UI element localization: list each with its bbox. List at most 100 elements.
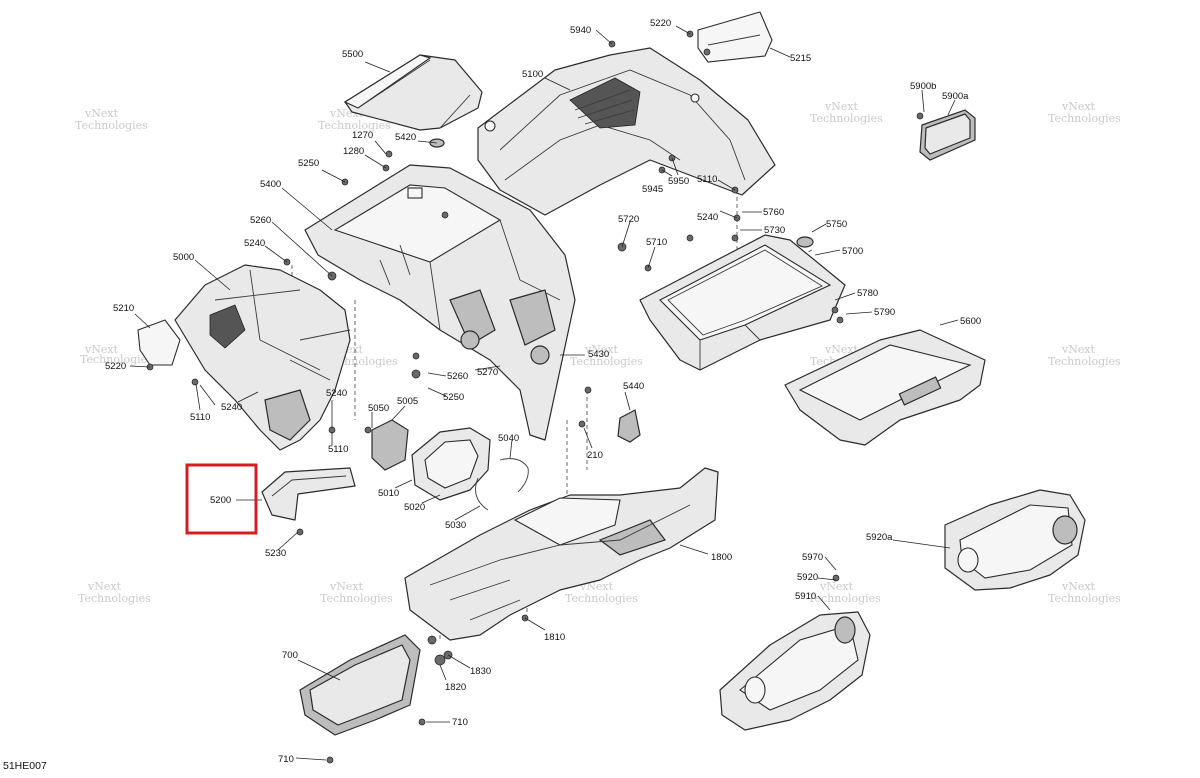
callout-5900a[interactable]: 5900a: [942, 91, 969, 102]
watermark-text: Technologies: [1048, 592, 1121, 605]
leader-lines: [129, 25, 959, 761]
callout-5760[interactable]: 5760: [763, 207, 784, 218]
watermark-text: vNext: [824, 100, 859, 113]
watermark-text: Technologies: [1048, 355, 1121, 368]
watermark-text: vNext: [1061, 100, 1096, 113]
part-5600-lid: [784, 329, 986, 446]
callout-5210[interactable]: 5210: [113, 303, 134, 314]
callout-5240[interactable]: 5240: [697, 212, 718, 223]
callout-5110[interactable]: 5110: [697, 174, 717, 185]
callout-5790[interactable]: 5790: [874, 307, 895, 318]
part-5100-hood: [477, 47, 776, 216]
callout-5950[interactable]: 5950: [668, 176, 689, 187]
callout-5240[interactable]: 5240: [326, 388, 347, 399]
watermark-text: Technologies: [565, 592, 638, 605]
callout-5945[interactable]: 5945: [642, 184, 663, 195]
callout-5010[interactable]: 5010: [378, 488, 399, 499]
callout-5000[interactable]: 5000: [173, 252, 194, 263]
watermark-text: Technologies: [80, 353, 153, 366]
watermark-text: vNext: [824, 343, 859, 356]
callout-5215[interactable]: 5215: [790, 53, 811, 64]
part-5700-storage-tub: [639, 234, 846, 371]
callout-5420[interactable]: 5420: [395, 132, 416, 143]
callout-5100[interactable]: 5100: [522, 69, 543, 80]
callout-5270[interactable]: 5270: [477, 367, 498, 378]
callout-5250[interactable]: 5250: [443, 392, 464, 403]
watermark-text: Technologies: [570, 355, 643, 368]
callout-5030[interactable]: 5030: [445, 520, 466, 531]
callout-5900b[interactable]: 5900b: [910, 81, 936, 92]
callout-5110[interactable]: 5110: [328, 444, 348, 455]
part-5500-lid: [343, 54, 483, 131]
callout-5940[interactable]: 5940: [570, 25, 591, 36]
part-5900a-reflector: [916, 109, 976, 161]
callout-710[interactable]: 710: [452, 717, 468, 728]
callout-5260[interactable]: 5260: [447, 371, 468, 382]
callout-1810[interactable]: 1810: [544, 632, 565, 643]
watermark-text: vNext: [87, 580, 122, 593]
callout-5440[interactable]: 5440: [623, 381, 644, 392]
callout-5200[interactable]: 5200: [210, 495, 231, 506]
callout-5260[interactable]: 5260: [250, 215, 271, 226]
callout-5910[interactable]: 5910: [795, 591, 816, 602]
watermark-layer: vNext Technologies vNext Technologies vN…: [75, 100, 1121, 605]
callout-5400[interactable]: 5400: [260, 179, 281, 190]
callout-1820[interactable]: 1820: [445, 682, 466, 693]
callout-5250[interactable]: 5250: [298, 158, 319, 169]
callout-5500[interactable]: 5500: [342, 49, 363, 60]
part-5440-bracket: [617, 409, 641, 443]
callout-5600[interactable]: 5600: [960, 316, 981, 327]
callout-5970[interactable]: 5970: [802, 552, 823, 563]
watermark-text: Technologies: [810, 112, 883, 125]
callout-210[interactable]: 210: [587, 450, 603, 461]
callout-5220[interactable]: 5220: [650, 18, 671, 29]
callout-1270[interactable]: 1270: [352, 130, 373, 141]
watermark-text: vNext: [329, 580, 364, 593]
highlight-box: [185, 463, 258, 535]
watermark-text: Technologies: [808, 592, 881, 605]
callout-5780[interactable]: 5780: [857, 288, 878, 299]
part-5400-front-frame: [304, 164, 576, 441]
part-5210-side-cover: [137, 319, 181, 366]
callout-5920[interactable]: 5920: [797, 572, 818, 583]
watermark-text: vNext: [84, 107, 119, 120]
watermark-text: Technologies: [78, 592, 151, 605]
part-5200-handle: [261, 467, 356, 521]
callout-5720[interactable]: 5720: [618, 214, 639, 225]
callout-5700[interactable]: 5700: [842, 246, 863, 257]
callout-5040[interactable]: 5040: [498, 433, 519, 444]
callout-5230[interactable]: 5230: [265, 548, 286, 559]
watermark-text: vNext: [1061, 343, 1096, 356]
callout-5110[interactable]: 5110: [190, 412, 210, 423]
callout-5020[interactable]: 5020: [404, 502, 425, 513]
callout-labels: 5220 5940 5215 5500 5100 5900b 5900a 127…: [105, 18, 981, 765]
watermark-text: vNext: [819, 580, 854, 593]
callout-5920a[interactable]: 5920a: [866, 532, 893, 543]
diagram-code: 51HE007: [3, 760, 47, 772]
callout-1830[interactable]: 1830: [470, 666, 491, 677]
callout-5005[interactable]: 5005: [397, 396, 418, 407]
callout-710[interactable]: 710: [278, 754, 294, 765]
part-5000-left-fender: [174, 264, 351, 451]
callout-5050[interactable]: 5050: [368, 403, 389, 414]
watermark-text: Technologies: [320, 592, 393, 605]
watermark-text: vNext: [584, 343, 619, 356]
part-5920a-side-panel: [944, 489, 1086, 591]
callout-5710[interactable]: 5710: [646, 237, 667, 248]
watermark-text: vNext: [1061, 580, 1096, 593]
watermark-text: Technologies: [75, 119, 148, 132]
callout-5750[interactable]: 5750: [826, 219, 847, 230]
callout-5730[interactable]: 5730: [764, 225, 785, 236]
part-5215-cover: [697, 11, 773, 63]
watermark-text: Technologies: [1048, 112, 1121, 125]
callout-5240[interactable]: 5240: [244, 238, 265, 249]
part-1800-lower-frame: [404, 467, 719, 641]
callout-5240[interactable]: 5240: [221, 402, 242, 413]
callout-5430[interactable]: 5430: [588, 349, 609, 360]
callout-700[interactable]: 700: [282, 650, 298, 661]
callout-5220[interactable]: 5220: [105, 361, 126, 372]
callout-1800[interactable]: 1800: [711, 552, 732, 563]
watermark-text: Technologies: [318, 119, 391, 132]
callout-1280[interactable]: 1280: [343, 146, 364, 157]
